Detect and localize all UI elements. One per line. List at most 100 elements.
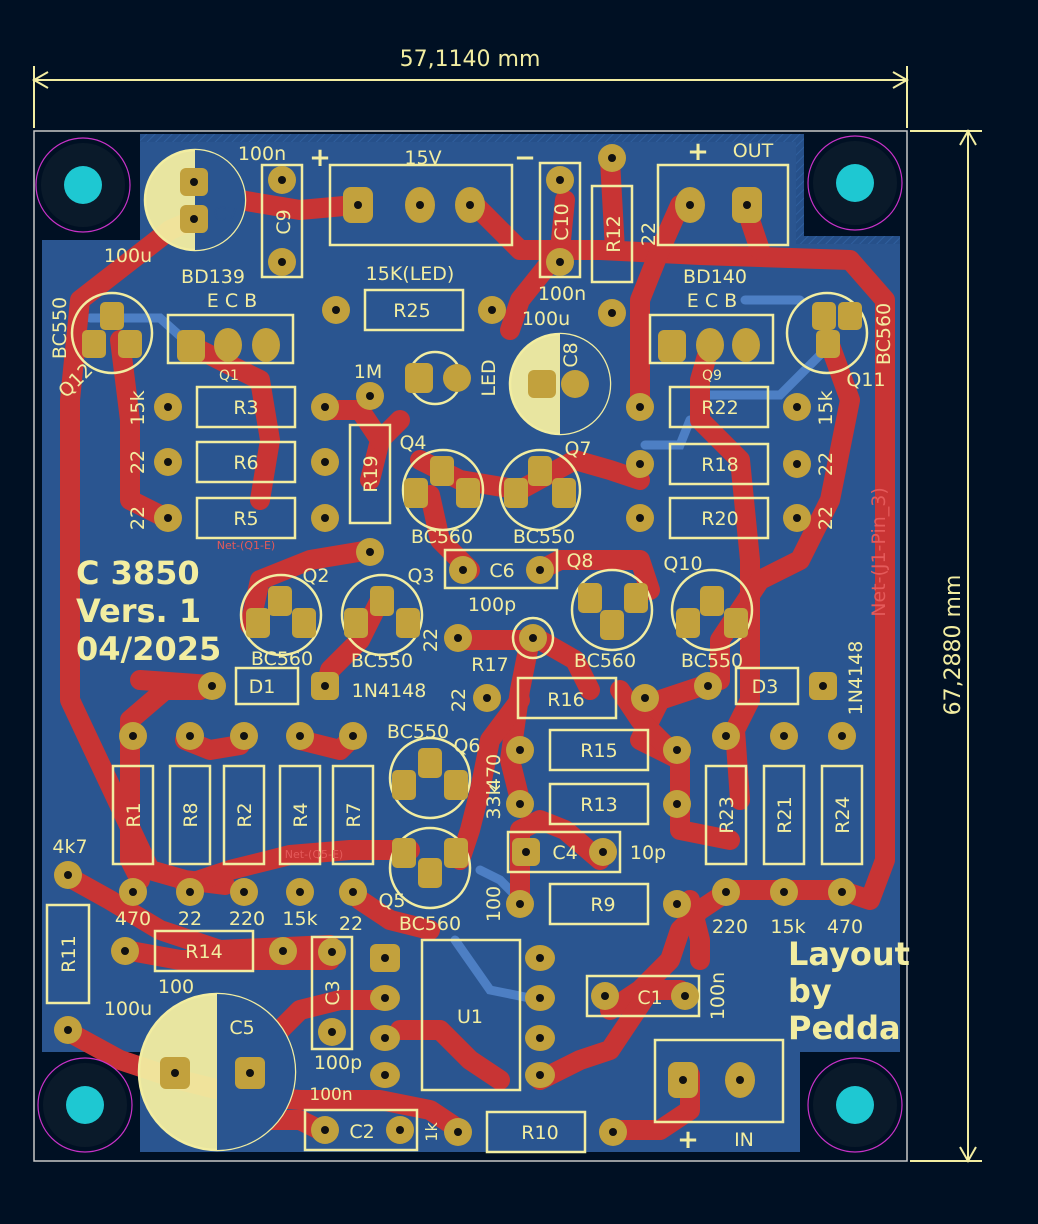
c10-ref: C10: [551, 203, 573, 240]
q2-ref: Q2: [302, 565, 329, 587]
r4-ref: R4: [290, 802, 312, 827]
c5-value: 100u: [104, 998, 152, 1020]
r15-ref: R15: [580, 740, 617, 762]
r25-value: 15K(LED): [366, 263, 455, 285]
q1-value: BD139: [181, 266, 245, 288]
r12-ref: R12: [603, 215, 625, 252]
r23-ref: R23: [716, 796, 738, 833]
d3-value: 1N4148: [845, 641, 867, 716]
power-minus: −: [514, 143, 536, 173]
q9-pins: E C B: [687, 290, 737, 312]
title-line2: Vers. 1: [76, 592, 201, 630]
r22-ref: R22: [701, 397, 738, 419]
r3-value: 15k: [127, 390, 149, 425]
c3-value: 100p: [314, 1052, 362, 1074]
c3-ref: C3: [322, 980, 344, 1005]
q6-value: BC550: [387, 721, 449, 743]
title-line1: C 3850: [76, 554, 200, 592]
mounting-hole-br: [807, 1057, 903, 1153]
power-label: 15V: [404, 147, 441, 169]
c2-ref: C2: [349, 1121, 374, 1143]
mounting-hole-tr: [807, 135, 903, 231]
c7-value: 100u: [104, 245, 152, 267]
r15-value: 470: [483, 754, 505, 790]
r2-value: 220: [229, 908, 265, 930]
r17-value: 22: [420, 628, 442, 652]
q4-ref: Q4: [399, 432, 426, 454]
c5-ref: C5: [229, 1017, 254, 1039]
r5-value: 22: [127, 506, 149, 530]
r14-ref: R14: [185, 941, 222, 963]
r22-value: 15k: [815, 390, 837, 425]
net-j1-pin3: Net-(J1-Pin_3): [868, 487, 890, 617]
r2-ref: R2: [234, 802, 256, 827]
r16-ref: R16: [547, 689, 584, 711]
r8-value: 22: [178, 908, 202, 930]
r9-value: 100: [483, 886, 505, 922]
r20-value: 22: [815, 506, 837, 530]
r19-value: 1M: [354, 361, 382, 383]
r8-ref: R8: [180, 802, 202, 827]
q3-ref: Q3: [407, 565, 434, 587]
r10-value: 1k: [422, 1122, 441, 1142]
q2-value: BC560: [251, 648, 313, 670]
power-plus: +: [309, 143, 331, 173]
c4-value: 10p: [630, 842, 666, 864]
d3-ref: D3: [752, 676, 779, 698]
credit-line2: by: [788, 972, 832, 1010]
c9-value: 100n: [238, 143, 286, 165]
drill-holes: [64, 154, 846, 1136]
out-plus: +: [687, 137, 709, 167]
c10-value: 100n: [538, 283, 586, 305]
q5-value: BC560: [399, 913, 461, 935]
net-q1-e: Net-(Q1-E): [217, 539, 275, 552]
in-label: IN: [734, 1129, 754, 1151]
q4-value: BC560: [411, 526, 473, 548]
c1-ref: C1: [637, 987, 662, 1009]
dimension-height-label: 67,2880 mm: [941, 575, 966, 716]
c1-value: 100n: [707, 972, 729, 1020]
q7-ref: Q7: [564, 438, 591, 460]
q12-value: BC550: [49, 297, 71, 359]
r21-ref: R21: [774, 796, 796, 833]
r1-ref: R1: [123, 802, 145, 827]
r9-ref: R9: [590, 894, 615, 916]
c9-ref: C9: [273, 209, 295, 234]
r17-ref: R17: [471, 654, 508, 676]
q10-ref: Q10: [663, 553, 702, 575]
r12-value: 22: [638, 222, 660, 246]
u1-ref: U1: [457, 1006, 483, 1028]
led-ref: LED: [478, 359, 500, 396]
r14-value: 100: [158, 976, 194, 998]
out-label: OUT: [733, 140, 774, 162]
r18-value: 22: [815, 452, 837, 476]
r20-ref: R20: [701, 508, 738, 530]
mounting-hole-tl: [35, 137, 131, 233]
r11-ref: R11: [58, 935, 80, 972]
dimension-vertical: [910, 128, 982, 1164]
c6-ref: C6: [489, 560, 514, 582]
r6-value: 22: [127, 450, 149, 474]
net-q5-e: Net-(Q5-E): [285, 848, 343, 861]
dimension-horizontal: [31, 66, 910, 128]
r25-ref: R25: [393, 300, 430, 322]
r7-ref: R7: [343, 802, 365, 827]
r6-ref: R6: [233, 452, 258, 474]
r13-value: 33k: [483, 784, 505, 819]
c2-value: 100n: [309, 1085, 352, 1105]
q8-ref: Q8: [566, 550, 593, 572]
d1-ref: D1: [249, 676, 276, 698]
r1-value: 470: [115, 908, 151, 930]
r7-value: 22: [339, 913, 363, 935]
in-plus: +: [677, 1125, 699, 1155]
r3-ref: R3: [233, 397, 258, 419]
c8-ref: C8: [560, 342, 582, 367]
q10-value: BC550: [681, 650, 743, 672]
d1-value: 1N4148: [352, 680, 427, 702]
r13-ref: R13: [580, 794, 617, 816]
r24-value: 470: [827, 916, 863, 938]
mounting-hole-bl: [37, 1057, 133, 1153]
q9-value: BD140: [683, 266, 747, 288]
c8-value: 100u: [522, 308, 570, 330]
